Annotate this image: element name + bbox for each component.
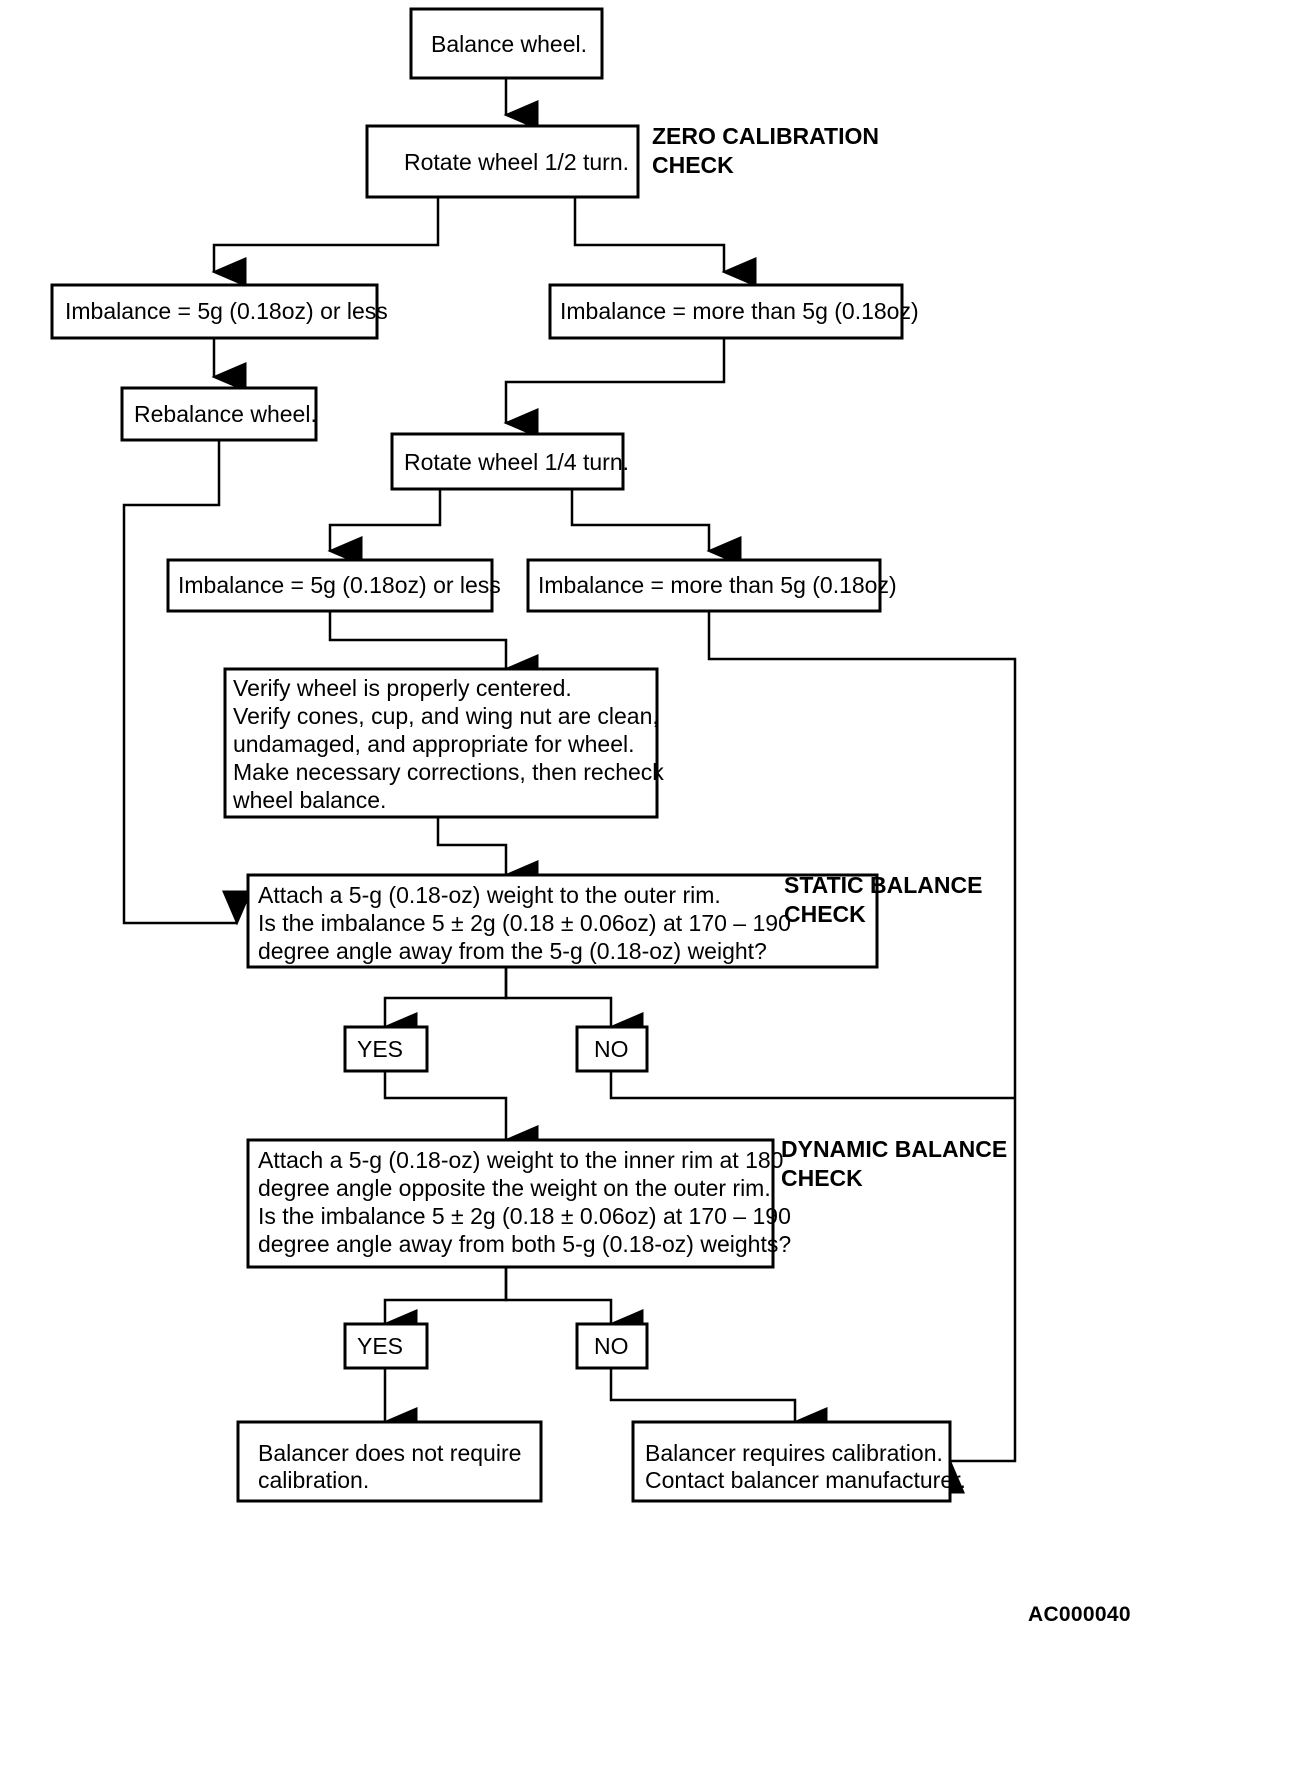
node-dynamic-no-label: NO: [594, 1333, 629, 1359]
node-no-calibration[interactable]: Balancer does not require calibration.: [236, 1420, 543, 1503]
node-dynamic-yes[interactable]: YES: [343, 1322, 429, 1370]
node-static-yes[interactable]: YES: [343, 1025, 429, 1073]
section-label-static-balance-line-1: STATIC BALANCE: [784, 872, 982, 898]
node-dynamic-yes-label: YES: [357, 1333, 403, 1359]
section-label-dynamic-balance-line-2: CHECK: [781, 1165, 863, 1191]
connector-rebalance-to-static-question: [122, 440, 252, 926]
node-balance-wheel-line-1: Balance wheel.: [431, 31, 587, 57]
node-verify-wheel-line-2: Verify cones, cup, and wing nut are clea…: [233, 703, 659, 729]
node-dynamic-balance-question-line-1: Attach a 5-g (0.18-oz) weight to the inn…: [258, 1147, 783, 1173]
node-verify-wheel-line-1: Verify wheel is properly centered.: [233, 675, 572, 701]
node-requires-calibration[interactable]: Balancer requires calibration. Contact b…: [631, 1420, 966, 1503]
node-rotate-half-line-1: Rotate wheel 1/2 turn.: [404, 149, 629, 175]
connector-rotate-quarter-right-branch: [570, 489, 742, 566]
node-imbalance-quarter-high-line-1: Imbalance = more than 5g (0.18oz): [538, 572, 897, 598]
connector-dynamic-question-split-right: [504, 1267, 644, 1339]
connector-rotate-half-right-branch: [573, 197, 757, 287]
node-dynamic-balance-question[interactable]: Attach a 5-g (0.18-oz) weight to the inn…: [246, 1138, 791, 1269]
node-static-balance-question-line-3: degree angle away from the 5-g (0.18-oz)…: [258, 938, 767, 964]
node-imbalance-half-high-line-1: Imbalance = more than 5g (0.18oz): [560, 298, 919, 324]
section-label-dynamic-balance: DYNAMIC BALANCE CHECK: [781, 1136, 1007, 1191]
node-no-calibration-line-1: Balancer does not require: [258, 1440, 521, 1466]
figure-id-label: AC000040: [1028, 1603, 1131, 1626]
node-static-no[interactable]: NO: [575, 1025, 649, 1073]
node-imbalance-quarter-low[interactable]: Imbalance = 5g (0.18oz) or less: [166, 558, 501, 613]
node-verify-wheel-line-5: wheel balance.: [232, 787, 386, 813]
node-static-balance-question[interactable]: Attach a 5-g (0.18-oz) weight to the out…: [246, 873, 879, 969]
connector-static-yes-to-dynamic-question: [383, 1071, 539, 1155]
connector-static-no-to-right-rail: [609, 1071, 1015, 1100]
connector-dynamic-no-to-requires-calibration: [609, 1368, 828, 1437]
node-static-no-label: NO: [594, 1036, 629, 1062]
section-label-dynamic-balance-line-1: DYNAMIC BALANCE: [781, 1136, 1007, 1162]
section-label-zero-calibration: ZERO CALIBRATION CHECK: [652, 123, 879, 178]
node-verify-wheel[interactable]: Verify wheel is properly centered. Verif…: [223, 667, 664, 819]
connector-rotate-half-left-branch: [211, 197, 440, 287]
node-dynamic-balance-question-line-3: Is the imbalance 5 ± 2g (0.18 ± 0.06oz) …: [258, 1203, 791, 1229]
section-label-static-balance-line-2: CHECK: [784, 901, 866, 927]
connector-rotate-quarter-left-branch: [327, 489, 442, 566]
node-verify-wheel-line-4: Make necessary corrections, then recheck: [233, 759, 664, 785]
connector-static-question-split-left: [382, 967, 508, 1042]
node-dynamic-balance-question-line-2: degree angle opposite the weight on the …: [258, 1175, 771, 1201]
node-imbalance-half-low-line-1: Imbalance = 5g (0.18oz) or less: [65, 298, 388, 324]
node-dynamic-no[interactable]: NO: [575, 1322, 649, 1370]
node-verify-wheel-line-3: undamaged, and appropriate for wheel.: [233, 731, 635, 757]
node-imbalance-half-high[interactable]: Imbalance = more than 5g (0.18oz): [548, 283, 919, 340]
connector-static-question-split-right: [504, 967, 644, 1042]
connector-imbalance-quarter-low-to-verify: [328, 611, 539, 684]
section-label-zero-calibration-line-1: ZERO CALIBRATION: [652, 123, 879, 149]
connector-imbalance-high-to-rotate-quarter: [503, 338, 726, 438]
node-static-balance-question-line-1: Attach a 5-g (0.18-oz) weight to the out…: [258, 882, 721, 908]
node-imbalance-quarter-high[interactable]: Imbalance = more than 5g (0.18oz): [526, 558, 897, 613]
connectors: [122, 78, 1017, 1494]
node-rebalance-wheel-line-1: Rebalance wheel.: [134, 401, 317, 427]
section-label-zero-calibration-line-2: CHECK: [652, 152, 734, 178]
node-imbalance-quarter-low-line-1: Imbalance = 5g (0.18oz) or less: [178, 572, 501, 598]
node-static-yes-label: YES: [357, 1036, 403, 1062]
node-balance-wheel[interactable]: Balance wheel.: [409, 7, 604, 80]
node-requires-calibration-line-2: Contact balancer manufacturer.: [645, 1467, 966, 1493]
node-rotate-quarter[interactable]: Rotate wheel 1/4 turn.: [390, 432, 629, 491]
node-rotate-quarter-line-1: Rotate wheel 1/4 turn.: [404, 449, 629, 475]
node-static-balance-question-line-2: Is the imbalance 5 ± 2g (0.18 ± 0.06oz) …: [258, 910, 791, 936]
node-requires-calibration-line-1: Balancer requires calibration.: [645, 1440, 943, 1466]
section-label-static-balance: STATIC BALANCE CHECK: [784, 872, 982, 927]
node-dynamic-balance-question-line-4: degree angle away from both 5-g (0.18-oz…: [258, 1231, 791, 1257]
node-rebalance-wheel[interactable]: Rebalance wheel.: [120, 386, 318, 442]
connector-dynamic-question-split-left: [382, 1267, 508, 1339]
node-imbalance-half-low[interactable]: Imbalance = 5g (0.18oz) or less: [50, 283, 388, 340]
connector-verify-to-static-question: [436, 817, 539, 890]
connector-imbalance-quarter-high-to-requires-calibration: [707, 611, 1017, 1494]
node-rotate-half[interactable]: Rotate wheel 1/2 turn.: [365, 124, 640, 199]
node-no-calibration-line-2: calibration.: [258, 1467, 369, 1493]
